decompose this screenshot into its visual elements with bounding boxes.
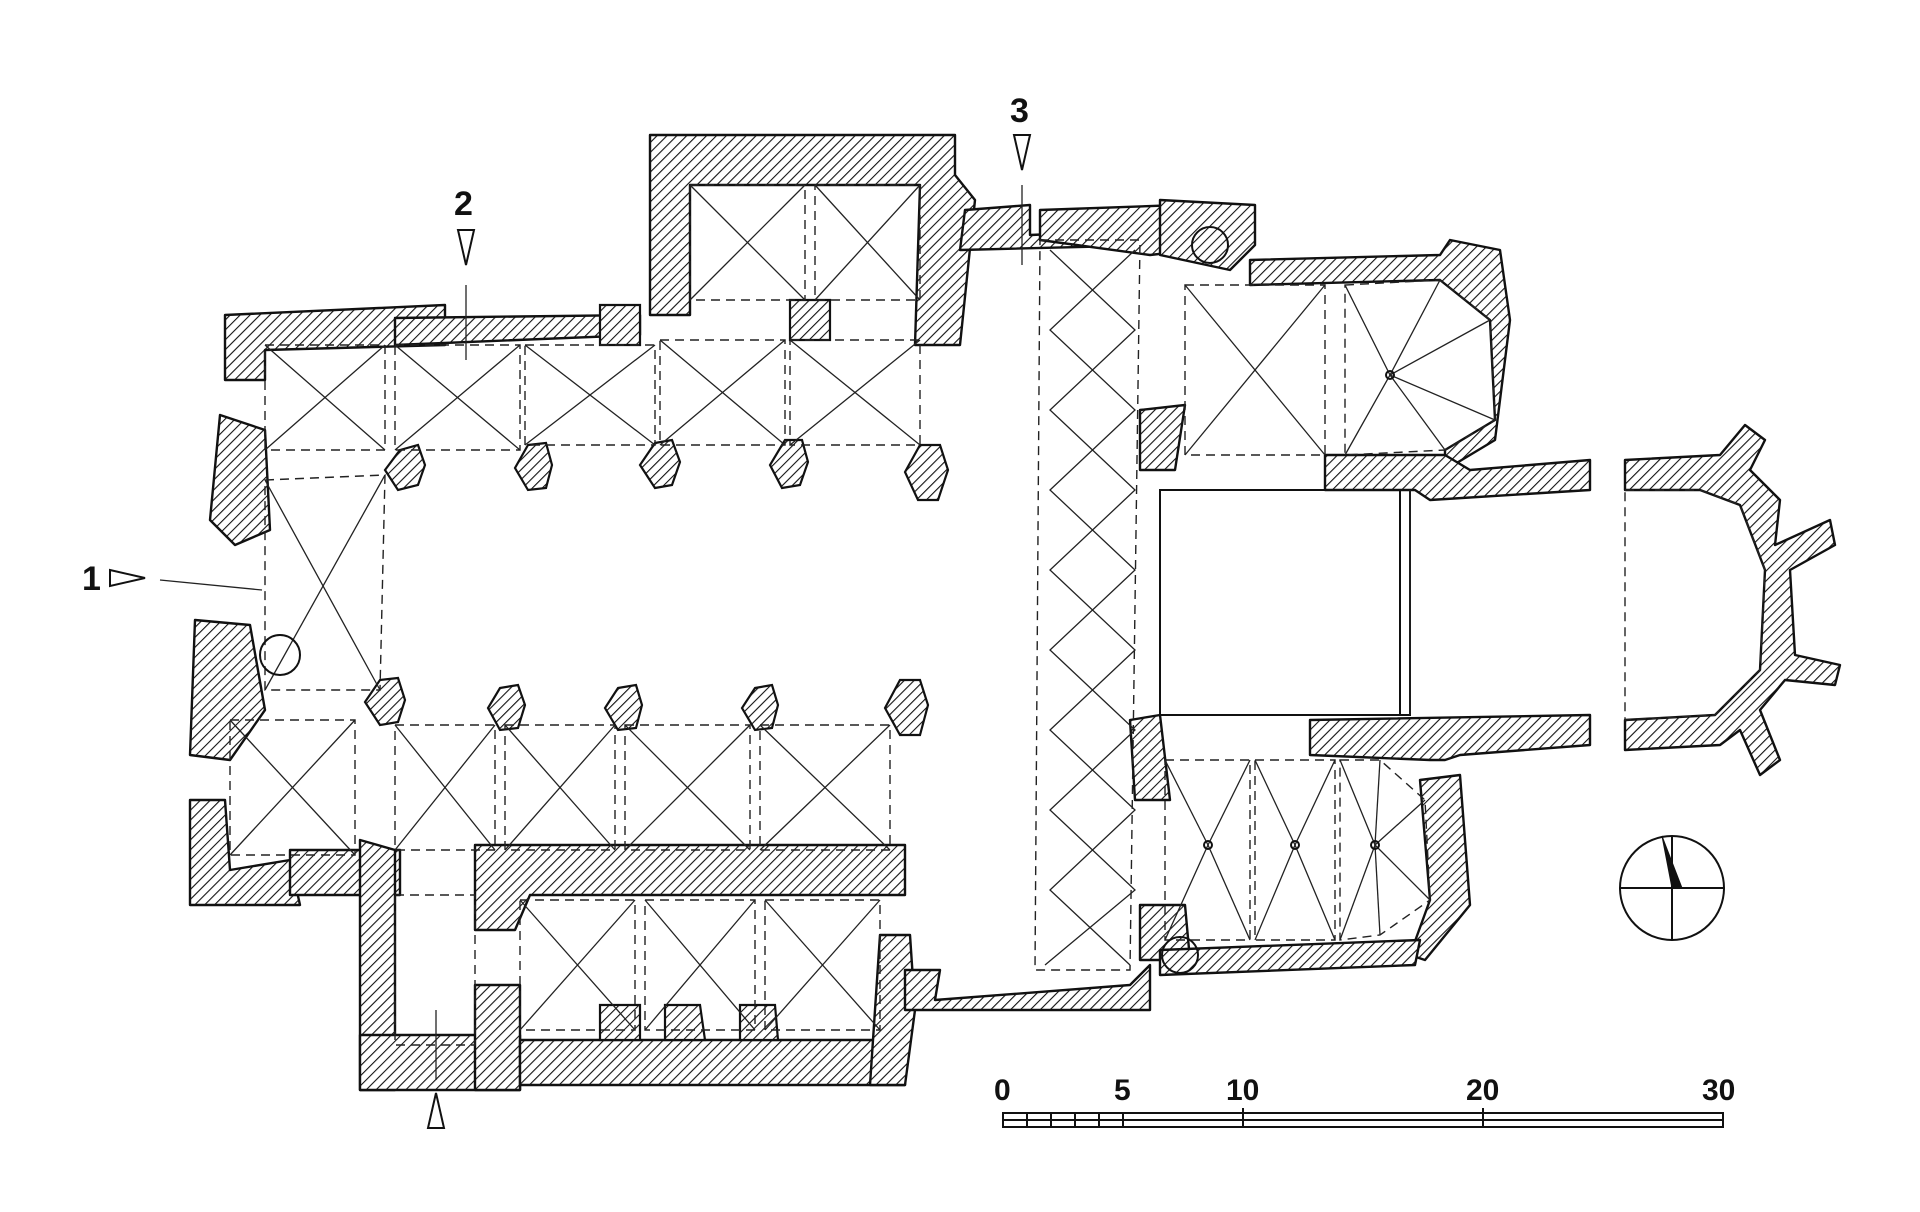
choir-vaults [1159, 279, 1766, 941]
section-marker-2: 2 [454, 185, 476, 360]
nave-piers [363, 298, 950, 1042]
transept-walls [1038, 198, 1257, 962]
triangle-marker-icon [1012, 134, 1032, 171]
stair-turret-nw [1191, 226, 1229, 264]
stair-turret-se [1161, 936, 1199, 974]
nave-vaults [229, 184, 921, 1046]
transept-vault [1034, 239, 1141, 971]
section-label-2: 2 [454, 185, 473, 223]
section-label-1: 1 [82, 560, 101, 598]
north-arrow [1619, 835, 1725, 941]
scale-tick-5: 5 [1114, 1074, 1131, 1107]
stair-turret-sw [259, 634, 301, 676]
scale-tick-10: 10 [1226, 1074, 1259, 1107]
section-marker-3: 3 [1010, 92, 1032, 265]
section-marker-1: 1 [82, 560, 263, 598]
nave-walls [188, 133, 1162, 1092]
scale-tick-0: 0 [994, 1074, 1011, 1107]
scale-tick-30: 30 [1702, 1074, 1735, 1107]
scale-tick-20: 20 [1466, 1074, 1499, 1107]
stair-turrets [259, 226, 1229, 974]
triangle-marker-icon [109, 568, 146, 588]
section-label-3: 3 [1010, 92, 1029, 130]
scale-bar: 0 5 10 20 30 [994, 1074, 1735, 1128]
triangle-marker-icon [456, 229, 476, 266]
section-marker-south [426, 1010, 446, 1129]
triangle-marker-icon [426, 1092, 446, 1129]
choir-walls [1158, 238, 1842, 977]
